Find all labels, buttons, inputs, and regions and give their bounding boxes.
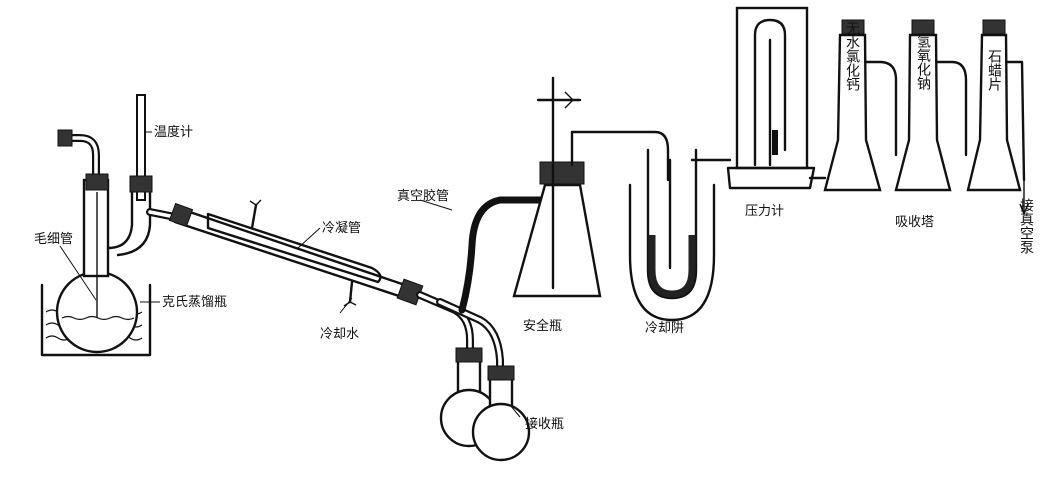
label-vacuum-hose: 真空胶管 <box>397 188 449 204</box>
cold-trap <box>628 148 732 322</box>
label-safety-bottle: 安全瓶 <box>523 318 562 334</box>
safety-bottle <box>512 76 670 298</box>
label-claisen-flask: 克氏蒸馏瓶 <box>162 295 227 310</box>
label-manometer: 压力计 <box>745 204 784 219</box>
label-condenser: 冷凝管 <box>322 220 361 236</box>
label-thermometer: 温度计 <box>154 124 193 140</box>
manometer <box>726 6 816 190</box>
label-cooling-water: 冷却水 <box>320 327 359 342</box>
label-cacl2: 无水氯化钙 <box>844 21 860 91</box>
receiver-flasks <box>439 347 531 462</box>
label-naoh: 氢氧化钠 <box>915 34 931 91</box>
receiver-adapter <box>396 278 504 379</box>
label-absorption-tower: 吸收塔 <box>895 215 934 230</box>
label-receiver: 接收瓶 <box>525 416 564 432</box>
absorption-towers <box>808 19 1026 192</box>
capillary-inlet-hose <box>57 129 109 191</box>
condenser <box>168 199 410 307</box>
vacuum-hose <box>458 196 544 314</box>
thermometer <box>129 94 153 201</box>
leader-lines <box>59 131 521 418</box>
label-capillary: 毛细管 <box>34 232 73 247</box>
label-cold-trap: 冷却阱 <box>645 321 684 336</box>
label-paraffin: 石蜡片 <box>986 49 1002 91</box>
label-vacuum-pump: 接真空泵 <box>1018 197 1034 254</box>
claisen-flask <box>55 178 152 354</box>
vacuum-pump-arrow <box>1019 168 1029 216</box>
